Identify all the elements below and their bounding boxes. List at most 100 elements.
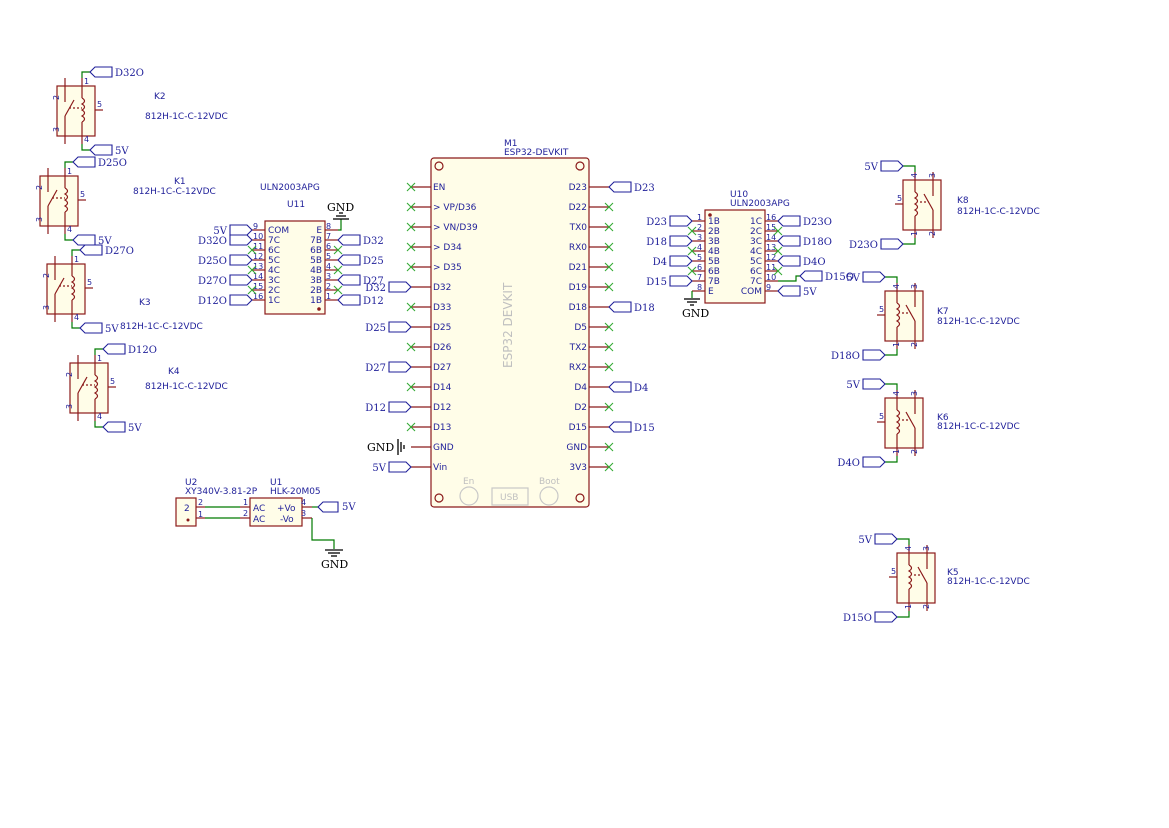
power-module-u1[interactable]: U1 HLK-20M05 1 2 4 3 AC AC +Vo -Vo 5V GN… — [240, 478, 356, 571]
net-flag-5v[interactable]: 5V — [79, 322, 119, 335]
u11-pin-name: 7C — [268, 236, 280, 246]
net-flag-d23[interactable]: D23 — [608, 181, 655, 194]
relay-value: 812H-1C-C-12VDC — [937, 317, 1020, 327]
net-flag-d12o[interactable]: D12O — [198, 294, 253, 307]
net-flag-5v[interactable]: 5V — [72, 234, 112, 247]
no-connect-marker — [604, 402, 614, 412]
u10-pin-name: 5C — [750, 257, 762, 267]
net-flag-coil[interactable]: D15O — [843, 611, 898, 624]
net-flag-5v[interactable]: 5V — [846, 271, 886, 284]
esp32-pin-label: TX0 — [569, 223, 588, 233]
no-connect-marker — [604, 442, 614, 452]
u2-pin-2: 2 — [184, 504, 190, 514]
net-flag-coil[interactable]: D32O — [89, 66, 144, 79]
relay-pin-num: 1 — [74, 255, 79, 264]
net-flag-5v[interactable]: 5V — [213, 224, 253, 237]
net-flag-coil[interactable]: D18O — [831, 349, 886, 362]
net-flag-coil[interactable]: D12O — [102, 343, 157, 356]
net-flag-d32o[interactable]: D32O — [198, 234, 253, 247]
net-flag-d27[interactable]: D27 — [365, 361, 412, 374]
no-connect-marker — [406, 182, 416, 192]
u11-pin-name: 5B — [310, 256, 322, 266]
terminal-block-u2[interactable]: U2 XY340V-3.81-2P 2 2 1 — [175, 478, 258, 527]
net-flag-d18[interactable]: D18 — [646, 235, 693, 248]
net-flag-5v[interactable]: 5V — [858, 533, 898, 546]
net-flag-coil[interactable]: D4O — [837, 456, 886, 469]
relay-value: 812H-1C-C-12VDC — [120, 322, 203, 332]
net-flag-d4o[interactable]: D4O — [777, 255, 826, 268]
net-flag-d15o[interactable]: D15O — [799, 270, 854, 283]
no-connect-marker — [333, 265, 343, 275]
no-connect-marker — [604, 282, 614, 292]
net-flag-5v[interactable]: 5V — [89, 144, 129, 157]
net-flag-5v[interactable]: 5V — [846, 378, 886, 391]
net-flag-d25o[interactable]: D25O — [198, 254, 253, 267]
relay-pin-num: 3 — [928, 173, 937, 178]
net-flag-d12[interactable]: D12 — [337, 294, 384, 307]
u1-pin-num: 2 — [243, 509, 248, 518]
u10-pin-num: 12 — [766, 253, 776, 262]
net-flag-d4[interactable]: D4 — [653, 255, 693, 268]
net-flag-d18o[interactable]: D18O — [777, 235, 832, 248]
svg-text:D32O: D32O — [198, 236, 227, 247]
net-flag-5v[interactable]: 5V — [372, 461, 412, 474]
net-flag-d15[interactable]: D15 — [646, 275, 693, 288]
net-flag-d23o[interactable]: D23O — [777, 215, 832, 228]
usb-label: USB — [500, 493, 518, 503]
svg-text:5V: 5V — [105, 324, 119, 335]
net-flag-d12[interactable]: D12 — [365, 401, 412, 414]
no-connect-marker — [247, 245, 257, 255]
relay-pin-num: 4 — [74, 313, 79, 322]
net-flag-d15[interactable]: D15 — [608, 421, 655, 434]
u11-pin-name: COM — [268, 226, 289, 236]
net-flag-5v[interactable]: 5V — [102, 421, 142, 434]
net-flag-d25[interactable]: D25 — [365, 321, 412, 334]
net-flag-5v[interactable]: 5V — [864, 160, 904, 173]
u10-pin-num: 16 — [766, 213, 776, 222]
relay-pin-num: 1 — [910, 231, 919, 236]
net-flag-coil[interactable]: D25O — [72, 156, 127, 169]
svg-text:D23: D23 — [646, 217, 667, 228]
u11-pin-num: 15 — [253, 282, 263, 291]
svg-text:D25: D25 — [365, 323, 386, 334]
net-flag-d4[interactable]: D4 — [608, 381, 648, 394]
u1-pin-ac: AC — [253, 504, 265, 514]
net-flag-d32[interactable]: D32 — [365, 281, 412, 294]
net-flag-5v[interactable]: 5V — [777, 285, 817, 298]
relay-pin-num: 4 — [84, 135, 89, 144]
relay-pin-num: 4 — [97, 412, 102, 421]
esp32-pin-label: RX2 — [569, 363, 587, 373]
net-flag-coil[interactable]: D23O — [849, 238, 904, 251]
esp32-devkit-module[interactable]: M1 ESP32-DEVKIT ESP32 DEVKIT En USB Boot… — [365, 139, 655, 508]
relay-ref: K7 — [937, 307, 949, 317]
relay-ref: K1 — [174, 177, 186, 187]
net-flag-d18[interactable]: D18 — [608, 301, 655, 314]
esp32-pin-label: D5 — [574, 323, 587, 333]
svg-text:D15: D15 — [646, 277, 667, 288]
svg-text:D18O: D18O — [803, 237, 832, 248]
net-flag-d23[interactable]: D23 — [646, 215, 693, 228]
net-flag-d27o[interactable]: D27O — [198, 274, 253, 287]
relay-value: 812H-1C-C-12VDC — [957, 207, 1040, 217]
coil-icon — [70, 275, 76, 301]
coil-icon — [895, 302, 901, 328]
net-flag-d32[interactable]: D32 — [337, 234, 384, 247]
svg-text:D25: D25 — [363, 256, 384, 267]
boot-button-label: Boot — [539, 477, 560, 487]
relay-pin-num: 5 — [87, 278, 92, 287]
net-flag-d25[interactable]: D25 — [337, 254, 384, 267]
net-flag-coil[interactable]: D27O — [79, 244, 134, 257]
svg-text:5V: 5V — [115, 146, 129, 157]
no-connect-marker — [247, 265, 257, 275]
net-flag-d27[interactable]: D27 — [337, 274, 384, 287]
